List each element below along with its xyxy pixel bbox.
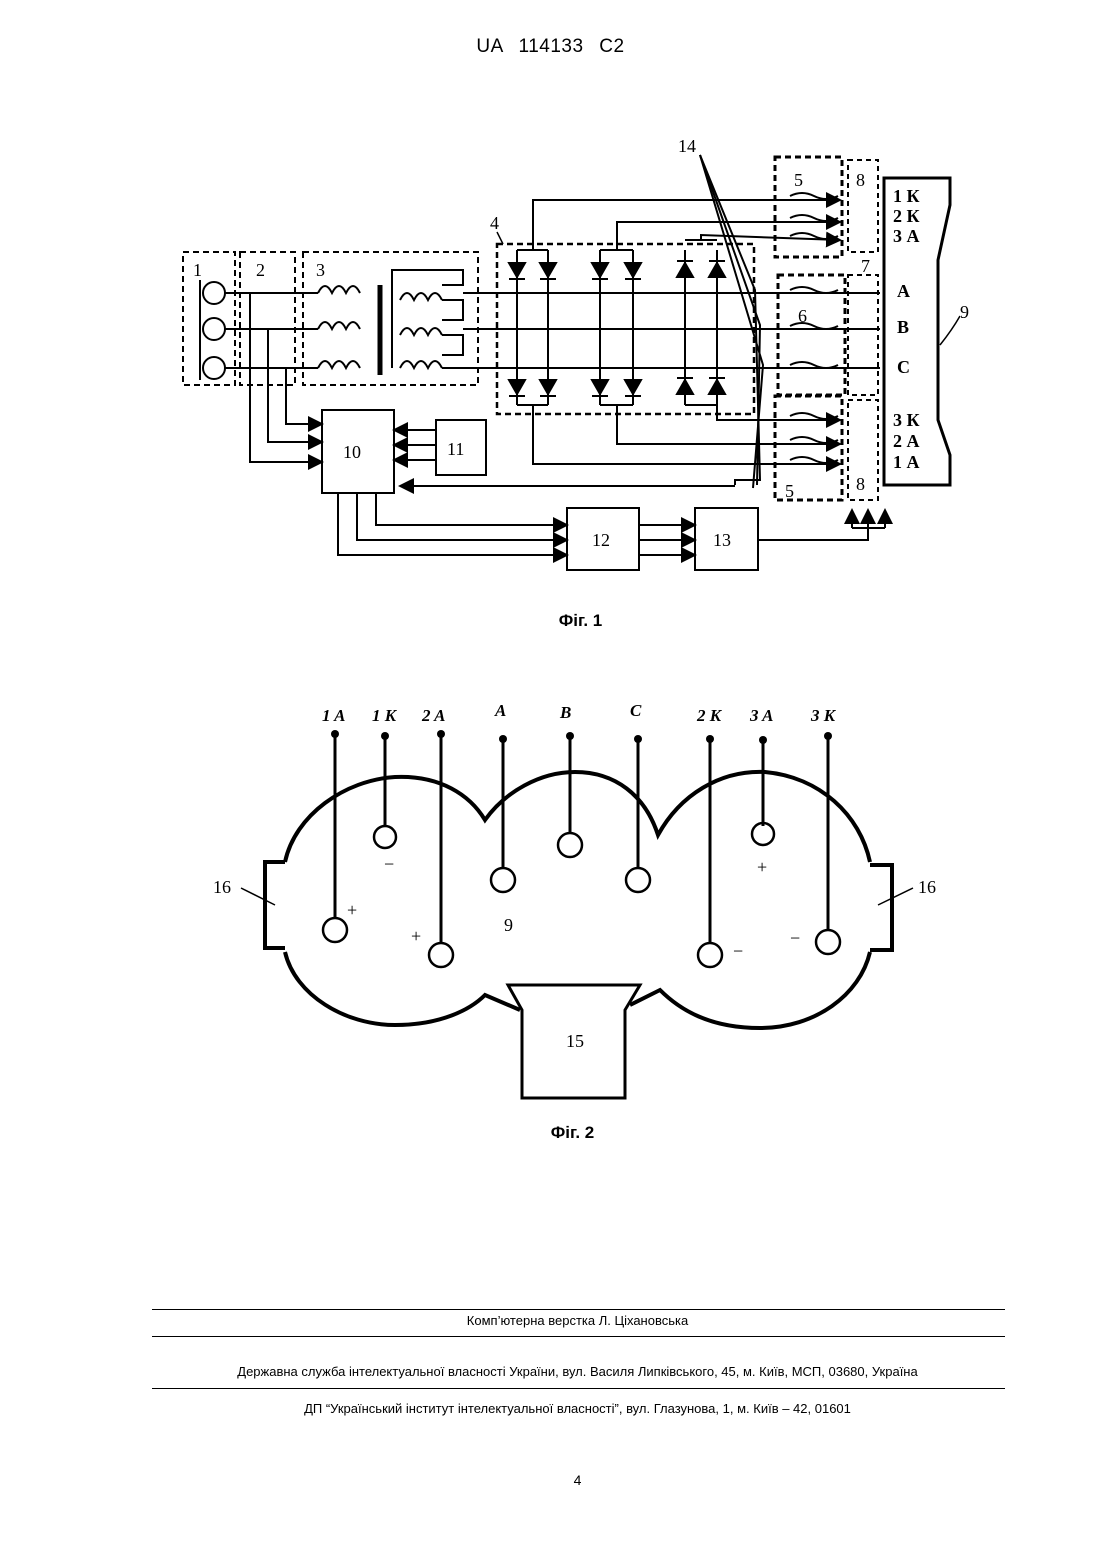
fig2-label-15: 15 <box>566 1031 584 1051</box>
polarity-minus-2: − <box>733 941 743 961</box>
fig2-terminal-C: C <box>630 701 642 720</box>
figure-2-caption: Фіг. 2 <box>22 1123 1101 1143</box>
fig2-terminal-B: B <box>559 703 571 722</box>
fig2-terminal-2A: 2 A <box>421 706 445 725</box>
polarity-minus-3: − <box>790 928 800 948</box>
fig2-label-9: 9 <box>504 915 513 935</box>
fig2-terminal-3K: 3 K <box>810 706 837 725</box>
machine-body-outline <box>285 772 870 862</box>
footer-rule-1 <box>152 1309 1005 1310</box>
footer-rule-3 <box>152 1388 1005 1389</box>
footer-agency-address: Державна служба інтелектуальної власност… <box>0 1364 1101 1379</box>
fig2-terminal-2K: 2 K <box>696 706 723 725</box>
fig2-terminal-1A: 1 A <box>322 706 345 725</box>
fig2-label-16-right: 16 <box>918 877 936 897</box>
polarity-minus-1: − <box>384 854 394 874</box>
polarity-plus-1: + <box>347 900 357 920</box>
polarity-plus-3: + <box>757 857 767 877</box>
fig2-label-16-left: 16 <box>213 877 231 897</box>
fig2-terminal-1K: 1 K <box>372 706 398 725</box>
page-number: 4 <box>0 1472 1101 1488</box>
footer-typesetter: Комп’ютерна верстка Л. Ціхановська <box>0 1313 1101 1328</box>
footer-institute-address: ДП “Український інститут інтелектуальної… <box>0 1401 1101 1416</box>
footer-rule-2 <box>152 1336 1005 1337</box>
fig2-terminal-3A: 3 A <box>749 706 773 725</box>
fig2-terminal-A: A <box>494 701 506 720</box>
polarity-plus-2: + <box>411 926 421 946</box>
